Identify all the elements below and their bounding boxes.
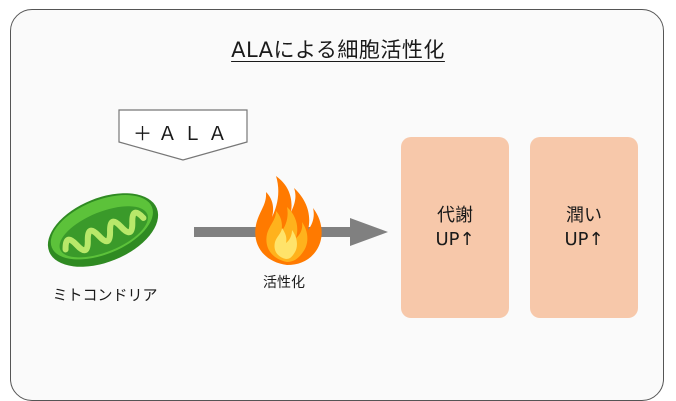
- diagram-title: ALAによる細胞活性化: [0, 34, 676, 64]
- outcome-title: 潤い: [566, 204, 602, 226]
- activation-label: 活性化: [263, 275, 305, 291]
- ala-pentagon-shape: [118, 109, 248, 161]
- ala-input-label: ＋ＡＬＡ: [132, 122, 233, 145]
- flame-icon: [255, 176, 322, 265]
- outcome-up: UP↑: [435, 228, 475, 250]
- outcome-title: 代謝: [437, 204, 473, 226]
- outcome-box-moisture: 潤い UP↑: [530, 137, 638, 318]
- diagram-graphics: [47, 109, 388, 267]
- title-text: ALAによる細胞活性化: [231, 38, 445, 62]
- mitochondria-label: ミトコンドリア: [52, 286, 158, 304]
- mitochondria-icon: [47, 193, 159, 267]
- outcome-up: UP↑: [564, 228, 604, 250]
- outcome-box-metabolism: 代謝 UP↑: [401, 137, 509, 318]
